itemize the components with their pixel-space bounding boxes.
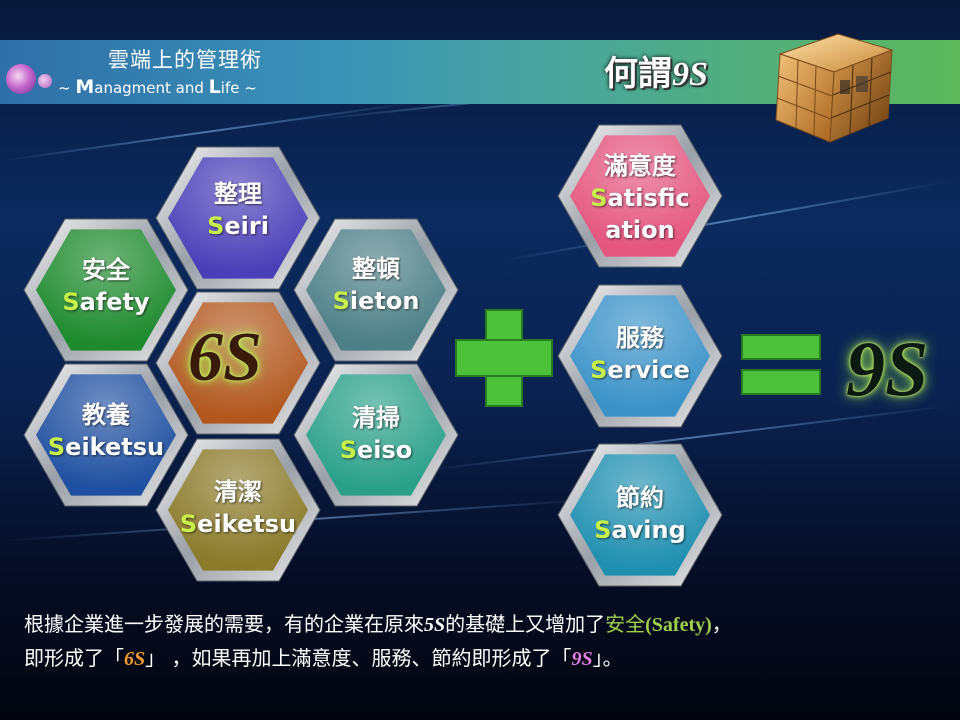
description-line-1: 根據企業進一步發展的需要，有的企業在原來5S的基礎上又增加了安全(Safety)… [24, 612, 732, 636]
description-line-2: 即形成了「6S」 ，如果再加上滿意度、服務、節約即形成了「9S」。 [24, 646, 623, 670]
result-9s-label: 9S [846, 325, 929, 412]
logo-accent-icon [38, 74, 52, 88]
hex-shape-saving [557, 443, 723, 587]
center-6s-label: 6S [188, 319, 262, 396]
equals-icon [741, 334, 821, 395]
plus-icon [455, 309, 553, 407]
hex-shape-center [155, 291, 321, 435]
description-text: 根據企業進一步發展的需要，有的企業在原來5S的基礎上又增加了安全(Safety)… [24, 608, 954, 676]
hex-shape-seiketsu-1 [23, 363, 189, 507]
hex-shape-seiketsu-2 [155, 438, 321, 582]
hex-shape-seiri [155, 146, 321, 290]
hex-shape-service [557, 284, 723, 428]
page-title: 何謂9S [604, 54, 708, 94]
hex-shape-safety [23, 218, 189, 362]
logo-icon [6, 64, 36, 94]
hex-shape-satisfaction [557, 124, 723, 268]
brand-subtitle: ~ Managment and Life ~ [58, 76, 257, 98]
hex-shape-seiton [293, 218, 459, 362]
hex-shape-seiso [293, 363, 459, 507]
photo-cube-icon [775, 33, 894, 143]
brand-title: 雲端上的管理術 [108, 48, 262, 72]
